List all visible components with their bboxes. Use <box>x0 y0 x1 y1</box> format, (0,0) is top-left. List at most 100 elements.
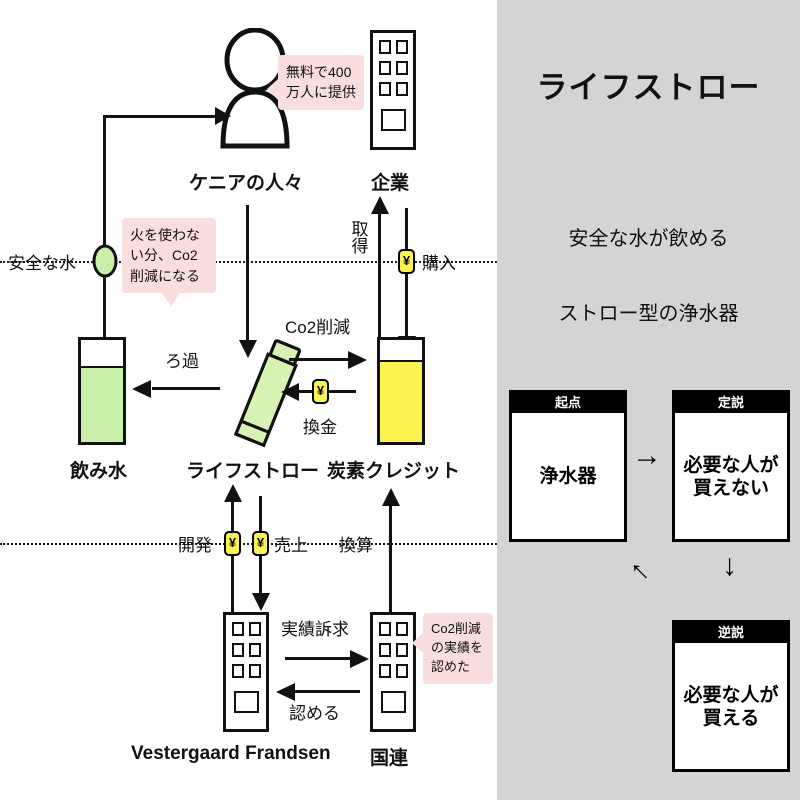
edge-purchase-line <box>405 208 408 348</box>
product-subtitle-line1: 安全な水が飲める <box>568 228 729 250</box>
arrowhead-use-icon <box>239 340 257 358</box>
callout-un-approved-line3: 認めた <box>431 658 471 674</box>
edge-conversion-line <box>389 504 392 616</box>
arrowhead-results-appeal-icon <box>350 650 369 668</box>
yen-badge-purchase: ¥ <box>398 249 415 274</box>
building-window <box>379 622 391 636</box>
building-door <box>381 691 406 713</box>
building-window <box>379 643 391 657</box>
dotted-divider-lower <box>0 543 497 545</box>
arrow-down-icon: ↓ <box>722 549 737 582</box>
arrowhead-acknowledge-icon <box>276 683 295 701</box>
callout-un-approved-line1: Co2削減 <box>431 621 481 636</box>
drinking-water-glass-icon <box>78 337 126 445</box>
concept-box-paradox-body: 必要な人が 買える <box>675 643 787 772</box>
building-window <box>379 61 391 75</box>
callout-no-fire-line1: 火を使わな <box>130 227 200 243</box>
lifestraw-marker-icon <box>233 339 302 448</box>
edge-label-cash-conversion: 換金 <box>303 418 337 437</box>
building-window <box>379 664 391 678</box>
callout-free-supply-line2: 万人に提供 <box>286 84 356 101</box>
callout-tail <box>267 79 278 99</box>
edge-label-conversion: 換算 <box>339 536 373 555</box>
product-title: ライフストロー <box>536 70 761 105</box>
concept-box-theory-line2: 買えない <box>692 477 769 499</box>
edge-label-acquire: 取得 <box>351 220 369 256</box>
edge-label-sales: 売上 <box>274 536 308 555</box>
glass-fill <box>380 360 422 442</box>
arrowhead-acquire-icon <box>371 196 389 214</box>
concept-box-theory-line1: 必要な人が <box>683 455 779 477</box>
building-window <box>249 643 261 657</box>
arrowhead-conversion-icon <box>382 488 400 506</box>
callout-no-fire-line3: 削減になる <box>130 267 200 284</box>
callout-no-fire-line2: い分、Co2 <box>130 247 198 264</box>
node-label-united-nations: 国連 <box>370 748 409 769</box>
edge-acknowledge-line <box>292 690 360 693</box>
edge-use-line <box>246 205 249 350</box>
node-label-carbon-credit: 炭素クレジット <box>327 461 461 482</box>
concept-box-start-header: 起点 <box>512 393 624 413</box>
callout-no-fire: 火を使わな い分、Co2 削減になる <box>122 218 216 306</box>
building-window <box>249 622 261 636</box>
edge-acquire-line <box>378 212 381 352</box>
concept-box-paradox: 逆説 必要な人が 買える <box>672 620 790 772</box>
edge-label-purchase: 購入 <box>422 254 456 273</box>
concept-box-paradox-line1: 必要な人が <box>683 685 779 707</box>
product-subtitle-line2: ストロー型の浄水器 <box>558 303 739 325</box>
glass-fill <box>81 366 123 442</box>
callout-free-supply: 無料で400 万人に提供 <box>267 55 364 110</box>
concept-box-start: 起点 浄水器 <box>509 390 627 542</box>
arrowhead-development-icon <box>224 484 242 502</box>
edge-label-development: 開発 <box>178 536 212 555</box>
building-door <box>381 109 406 131</box>
node-label-kenya-people: ケニアの人々 <box>189 173 304 194</box>
safe-water-marker-icon <box>92 244 118 278</box>
arrowhead-to-person-icon <box>215 107 231 125</box>
building-window <box>396 643 408 657</box>
edge-safe-water-vertical-lower <box>103 261 106 345</box>
callout-un-approved-line2: の実績を <box>431 639 484 655</box>
edge-label-acknowledge: 認める <box>289 704 340 723</box>
building-window <box>396 622 408 636</box>
edge-label-results-appeal: 実績訴求 <box>281 620 349 639</box>
building-window <box>232 622 244 636</box>
edge-label-safe-water: 安全な水 <box>8 254 76 273</box>
company-building-icon <box>370 30 416 150</box>
concept-box-paradox-line2: 買える <box>702 707 760 729</box>
yen-badge-cash-conversion: ¥ <box>312 379 329 404</box>
arrowhead-cash-conversion-icon <box>281 383 299 401</box>
un-building-icon <box>370 612 416 732</box>
edge-results-appeal-line <box>285 657 353 660</box>
callout-tail <box>162 292 180 306</box>
edge-safe-water-vertical-upper <box>103 115 106 261</box>
arrow-right-icon: → <box>632 439 662 472</box>
concept-box-start-body: 浄水器 <box>539 466 597 488</box>
yen-badge-sales: ¥ <box>252 531 269 556</box>
building-door <box>234 691 259 713</box>
building-window <box>379 82 391 96</box>
building-window <box>396 40 408 54</box>
callout-free-supply-line1: 無料で400 <box>286 64 352 80</box>
building-window <box>396 82 408 96</box>
building-window <box>396 61 408 75</box>
edge-filter-line <box>152 387 220 390</box>
arrowhead-filter-icon <box>132 380 151 398</box>
callout-tail <box>412 633 423 653</box>
callout-un-approved: Co2削減 の実績を 認めた <box>412 613 493 684</box>
node-label-drinking-water: 飲み水 <box>70 461 128 482</box>
vestergaard-building-icon <box>223 612 269 732</box>
carbon-credit-glass-icon <box>377 337 425 445</box>
building-window <box>379 40 391 54</box>
concept-box-paradox-header: 逆説 <box>675 623 787 643</box>
node-label-company: 企業 <box>371 173 410 194</box>
edge-development-line <box>231 500 234 615</box>
node-label-lifestraw: ライフストロー <box>186 461 320 482</box>
building-window <box>249 664 261 678</box>
edge-label-filter: ろ過 <box>165 352 199 371</box>
person-icon <box>220 28 290 149</box>
edge-label-co2-reduction: Co2削減 <box>285 318 351 337</box>
node-label-vestergaard: Vestergaard Frandsen <box>131 743 331 764</box>
yen-badge-development: ¥ <box>224 531 241 556</box>
concept-box-theory: 定説 必要な人が 買えない <box>672 390 790 542</box>
